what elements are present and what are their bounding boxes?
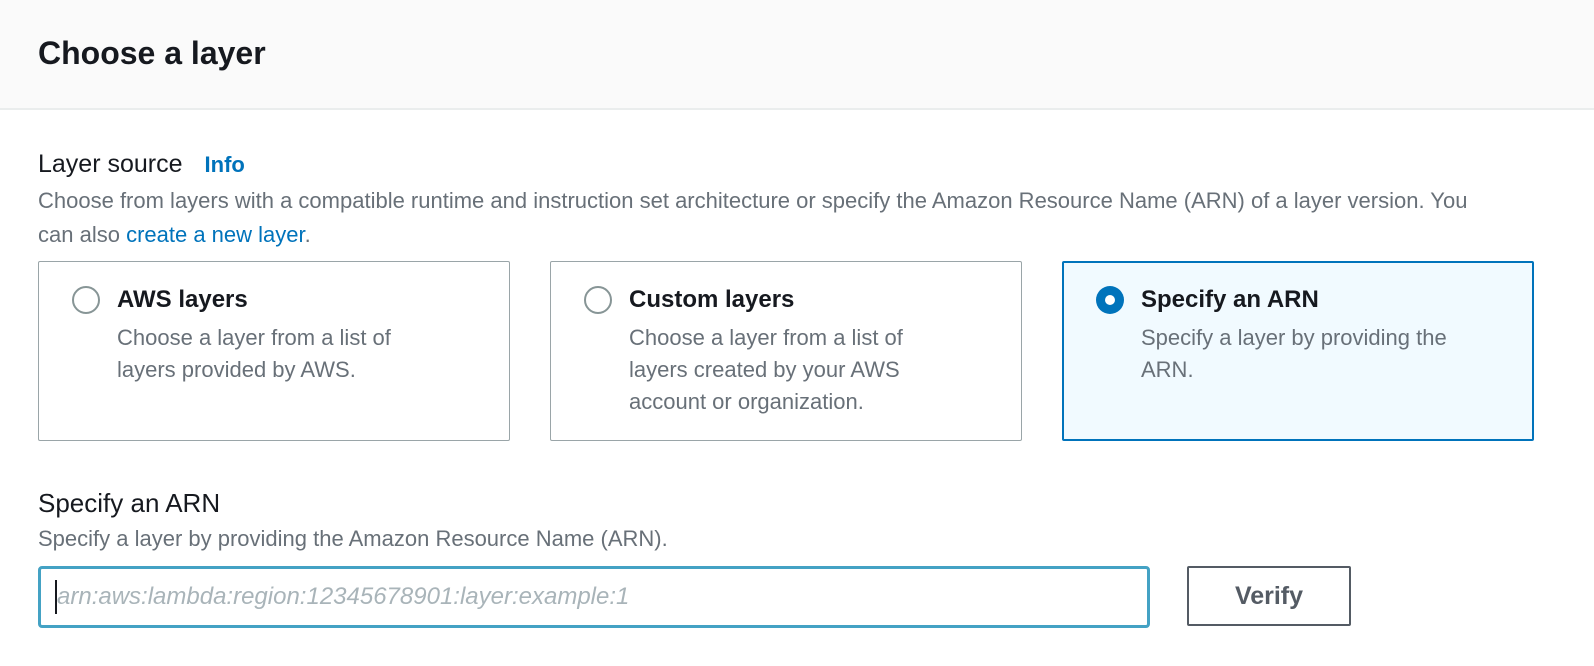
verify-button[interactable]: Verify [1187,566,1351,626]
panel-content: Layer source Info Choose from layers wit… [0,110,1594,628]
specify-arn-description: Specify a layer by providing the Amazon … [38,526,668,551]
radio-icon-aws-layers[interactable] [72,286,100,314]
layer-source-label-row: Layer source Info [38,150,1556,180]
radio-icon-custom-layers[interactable] [584,286,612,314]
option-card-specify-arn[interactable]: Specify an ARN Specify a layer by provid… [1062,261,1534,441]
text-cursor [55,580,57,614]
option-title: AWS layers [117,286,248,313]
layer-source-options: AWS layers Choose a layer from a list of… [38,261,1556,441]
page-title: Choose a layer [38,35,266,71]
info-link[interactable]: Info [204,152,245,177]
radio-icon-specify-arn[interactable] [1096,286,1124,314]
option-description: Specify a layer by providing the ARN. [1141,325,1447,382]
panel-header: Choose a layer [0,0,1594,110]
arn-input[interactable] [38,566,1150,628]
layer-source-label: Layer source [38,150,183,178]
option-card-custom-layers[interactable]: Custom layers Choose a layer from a list… [550,261,1022,441]
option-description: Choose a layer from a list of layers cre… [629,325,903,414]
option-title: Custom layers [629,286,795,313]
specify-arn-section: Specify an ARN Specify a layer by provid… [38,487,1556,628]
layer-source-description: Choose from layers with a compatible run… [38,184,1493,252]
description-text-after: . [304,222,311,247]
arn-input-row: Verify [38,566,1556,628]
description-text-before: Choose from layers with a compatible run… [38,188,1468,247]
option-description: Choose a layer from a list of layers pro… [117,325,391,382]
specify-arn-title: Specify an ARN [38,488,221,518]
option-title: Specify an ARN [1141,286,1319,313]
option-card-aws-layers[interactable]: AWS layers Choose a layer from a list of… [38,261,510,441]
create-new-layer-link[interactable]: create a new layer [126,222,305,247]
